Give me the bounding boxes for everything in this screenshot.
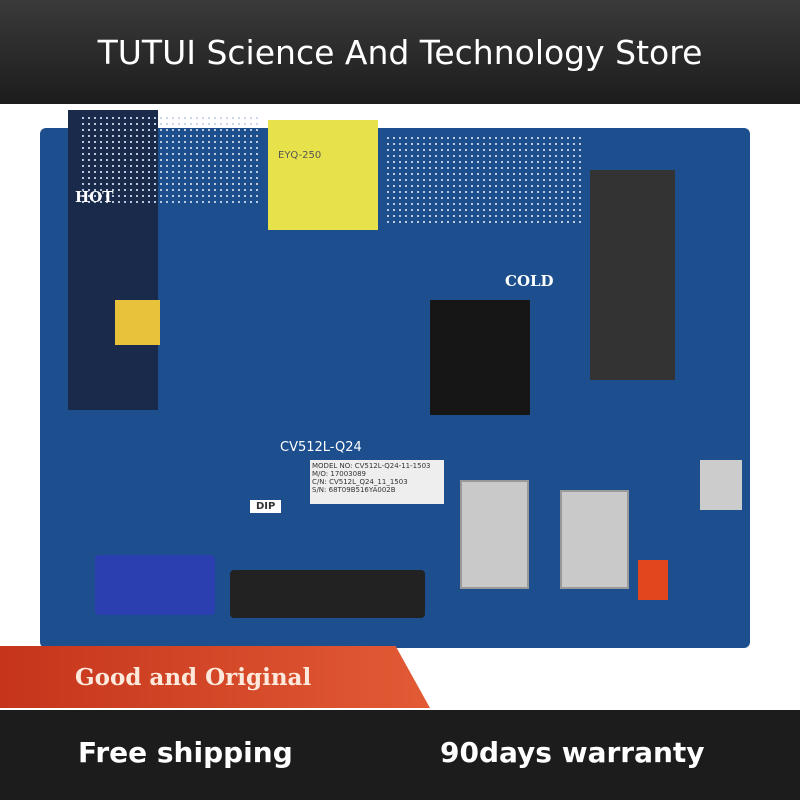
- dip-arrow: DIP: [250, 500, 282, 513]
- vga-port: [95, 555, 215, 615]
- hdmi-port: [700, 460, 742, 510]
- sticker-cn: C/N: CV512L_Q24_11_1503: [312, 478, 408, 486]
- rca-port: [638, 560, 668, 600]
- promo-banner: Good and Original: [0, 646, 430, 708]
- main-chip: [430, 300, 530, 415]
- sticker-sn: S/N: 68T09B516YA002B: [312, 486, 396, 494]
- bottom-bar: Free shipping 90days warranty: [0, 710, 800, 800]
- board-dot-grid: [80, 115, 260, 205]
- transformer: EYQ-250: [268, 120, 378, 230]
- scart-port: [230, 570, 425, 618]
- free-shipping-text: Free shipping: [78, 736, 293, 769]
- tuner-1: [460, 480, 529, 589]
- warranty-text: 90days warranty: [440, 736, 705, 769]
- model-silkscreen: CV512L-Q24: [280, 440, 362, 455]
- tuner-2: [560, 490, 629, 589]
- card-slot: [590, 170, 675, 380]
- store-header: TUTUI Science And Technology Store: [0, 0, 800, 104]
- hot-label: HOT: [75, 188, 114, 206]
- model-sticker: MODEL NO: CV512L-Q24-11-1503 M/O: 170030…: [310, 460, 444, 504]
- board-dot-grid: [385, 135, 585, 225]
- sticker-model: MODEL NO: CV512L-Q24-11-1503: [312, 462, 431, 470]
- sticker-mo: M/O: 17003089: [312, 470, 366, 478]
- cold-label: COLD: [505, 272, 554, 290]
- capacitor-yellow: [115, 300, 160, 345]
